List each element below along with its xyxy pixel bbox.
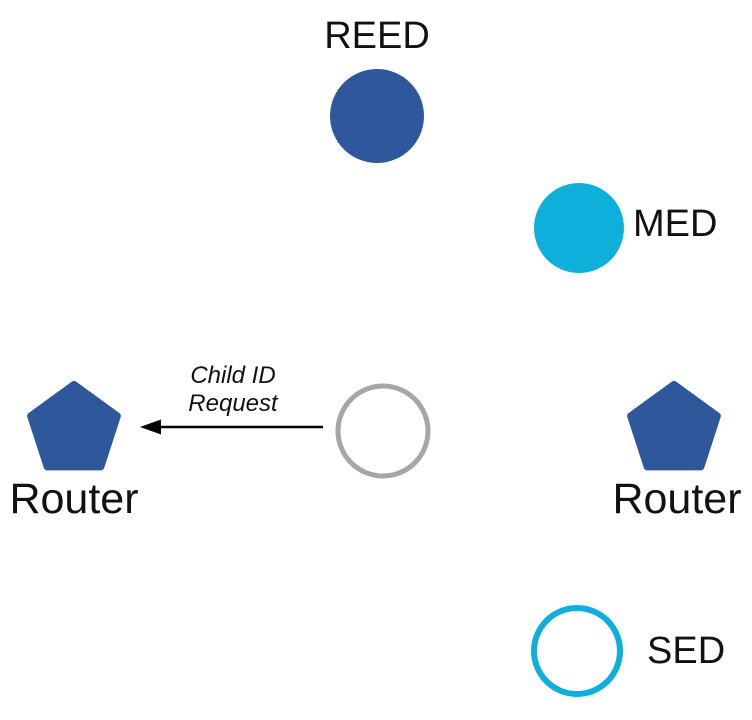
router-left-label: Router (9, 475, 139, 523)
router-right-pentagon-icon (627, 381, 721, 471)
child-id-request-label: Child ID Request (188, 362, 278, 417)
arrow-head-icon (140, 419, 161, 435)
med-node-icon (534, 183, 624, 273)
child-id-request-arrow (140, 419, 323, 435)
reed-label: REED (324, 15, 430, 57)
router-right-label: Router (612, 475, 742, 523)
router-left-pentagon-icon (27, 381, 121, 471)
med-label: MED (633, 203, 718, 245)
joining-device-node-icon (335, 383, 431, 479)
sed-node-icon (531, 605, 623, 697)
reed-node-icon (330, 69, 424, 163)
sed-label: SED (647, 630, 726, 672)
